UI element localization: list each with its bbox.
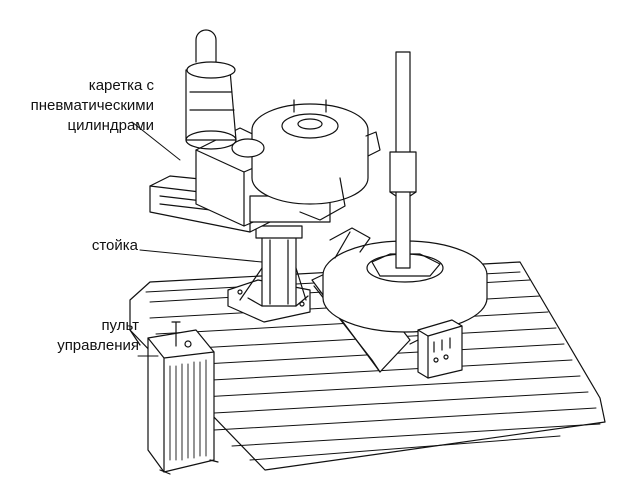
- pneumatic-cylinder: [185, 29, 237, 150]
- carriage-label-line-1: каретка с: [88, 77, 154, 94]
- carriage-label: каретка с пневматическими цилиндрами: [31, 76, 154, 136]
- console-label-line-1: пульт: [101, 317, 139, 334]
- stand-label-text: стойка: [91, 237, 138, 254]
- rotary-head: [231, 99, 381, 221]
- leader-lines: [131, 121, 263, 357]
- floor-control-box: [409, 319, 463, 379]
- carriage-label-line-3: цилиндрами: [67, 117, 154, 134]
- carriage-label-line-2: пневматическими: [30, 97, 154, 114]
- stand-leader: [139, 249, 263, 263]
- control-console-drawing: [147, 321, 219, 475]
- stand-label: стойка: [92, 236, 138, 256]
- turntable: [322, 227, 488, 333]
- vertical-rod: [389, 51, 417, 269]
- console-label: пульт управления: [57, 316, 139, 356]
- carriage-leader: [131, 121, 181, 161]
- stand-column: [227, 225, 311, 323]
- console-label-line-2: управления: [57, 337, 139, 354]
